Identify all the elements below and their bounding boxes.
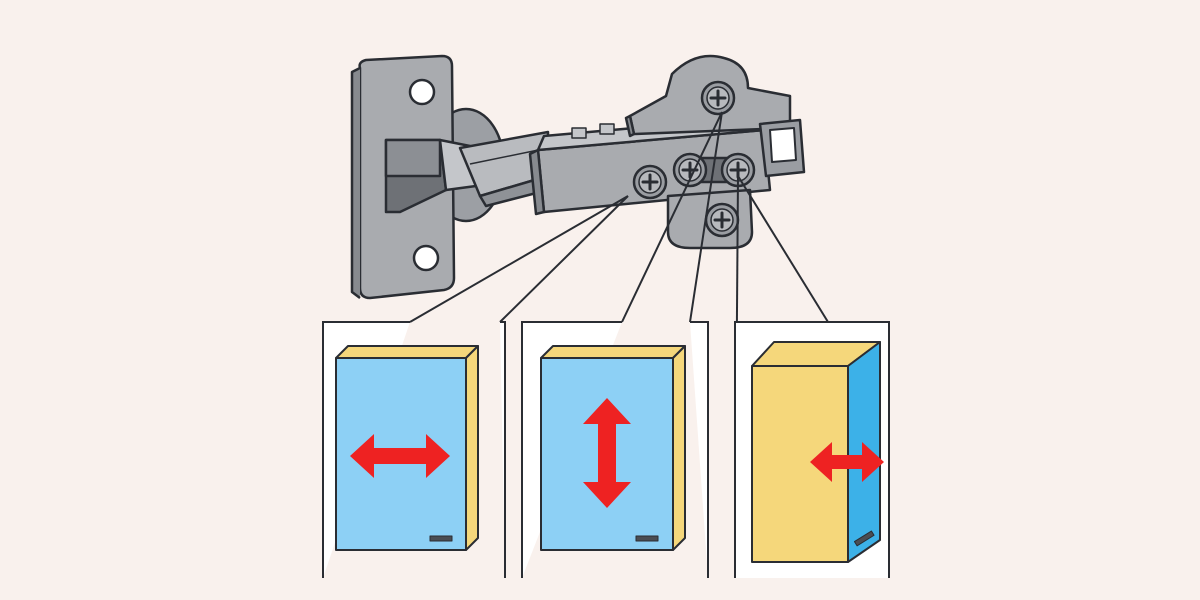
screw-bottom [704, 202, 740, 238]
vertical-double-arrow-icon [583, 398, 631, 508]
plate-hole-top [408, 78, 436, 106]
adjustment-panel-side [322, 321, 506, 578]
plate-hole-bottom [412, 244, 440, 272]
cabinet-illustration [751, 341, 881, 563]
horizontal-double-arrow-icon [350, 434, 450, 478]
adjustment-panel-height [521, 321, 709, 578]
callout-line-3b [737, 175, 829, 323]
callout-line-2b [689, 111, 723, 323]
adjustment-panel-depth [734, 321, 890, 578]
cabinet-hinge-icon [350, 54, 806, 300]
screw-left [632, 164, 668, 200]
callout-line-2a [621, 111, 723, 323]
screw-top [700, 80, 736, 116]
horizontal-double-arrow-icon [810, 442, 884, 482]
callout-line-1a [409, 195, 629, 323]
callout-line-1b [499, 195, 629, 323]
